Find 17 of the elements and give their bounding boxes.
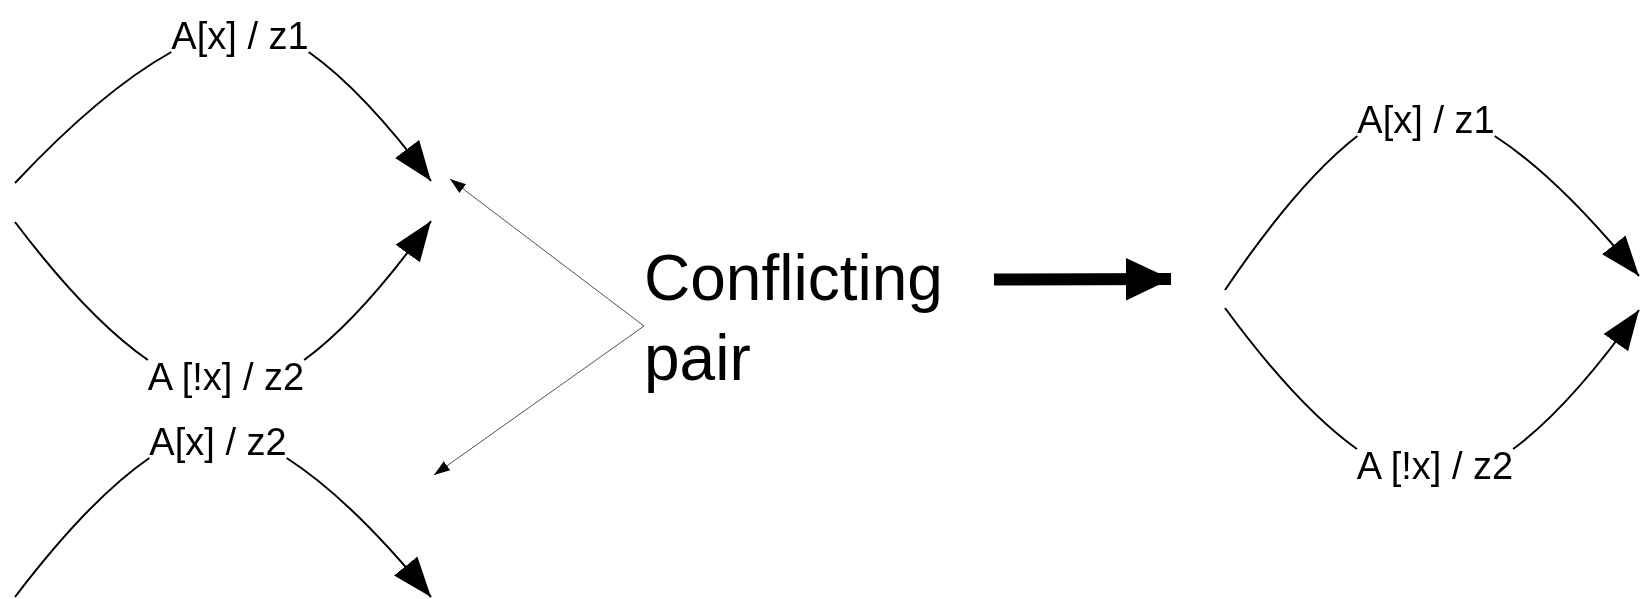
transition-line [14,457,151,598]
transition-line [1224,135,1359,291]
transition-label: A[x] / z1 [1357,101,1495,139]
transition-label: A [!x] / z2 [147,358,305,396]
transition-arrow [307,51,432,182]
transition-line [14,221,149,361]
transition-arrow [303,220,432,361]
arrow [993,257,1172,301]
transition-arrow [1493,135,1640,277]
annotation-text: Conflicting pair [644,238,994,398]
transition-label: A[x] / z1 [171,17,309,55]
transition-arrow [285,457,432,598]
transition-label: A [!x] / z2 [1356,447,1514,485]
transition-label: A[x] / z2 [149,423,287,461]
transition-arrow [1512,309,1640,450]
transition-line [1224,307,1358,450]
transition-line [14,51,173,184]
